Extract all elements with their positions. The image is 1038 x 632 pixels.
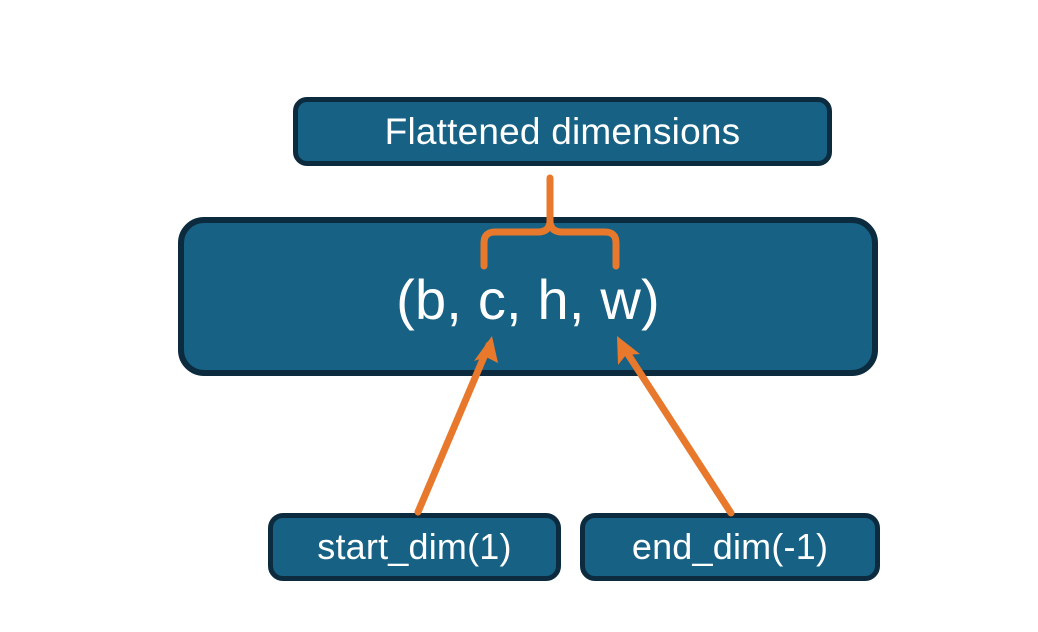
flattened-dimensions-box: Flattened dimensions <box>293 97 832 166</box>
flattened-dimensions-label: Flattened dimensions <box>384 111 741 152</box>
start-dim-box: start_dim(1) <box>268 513 561 581</box>
shape-tuple-box: (b, c, h, w) <box>178 217 878 376</box>
end-dim-box: end_dim(-1) <box>580 513 880 581</box>
start-dim-label: start_dim(1) <box>317 526 512 567</box>
end-dim-label: end_dim(-1) <box>631 526 829 567</box>
shape-tuple-label: (b, c, h, w) <box>396 267 660 331</box>
